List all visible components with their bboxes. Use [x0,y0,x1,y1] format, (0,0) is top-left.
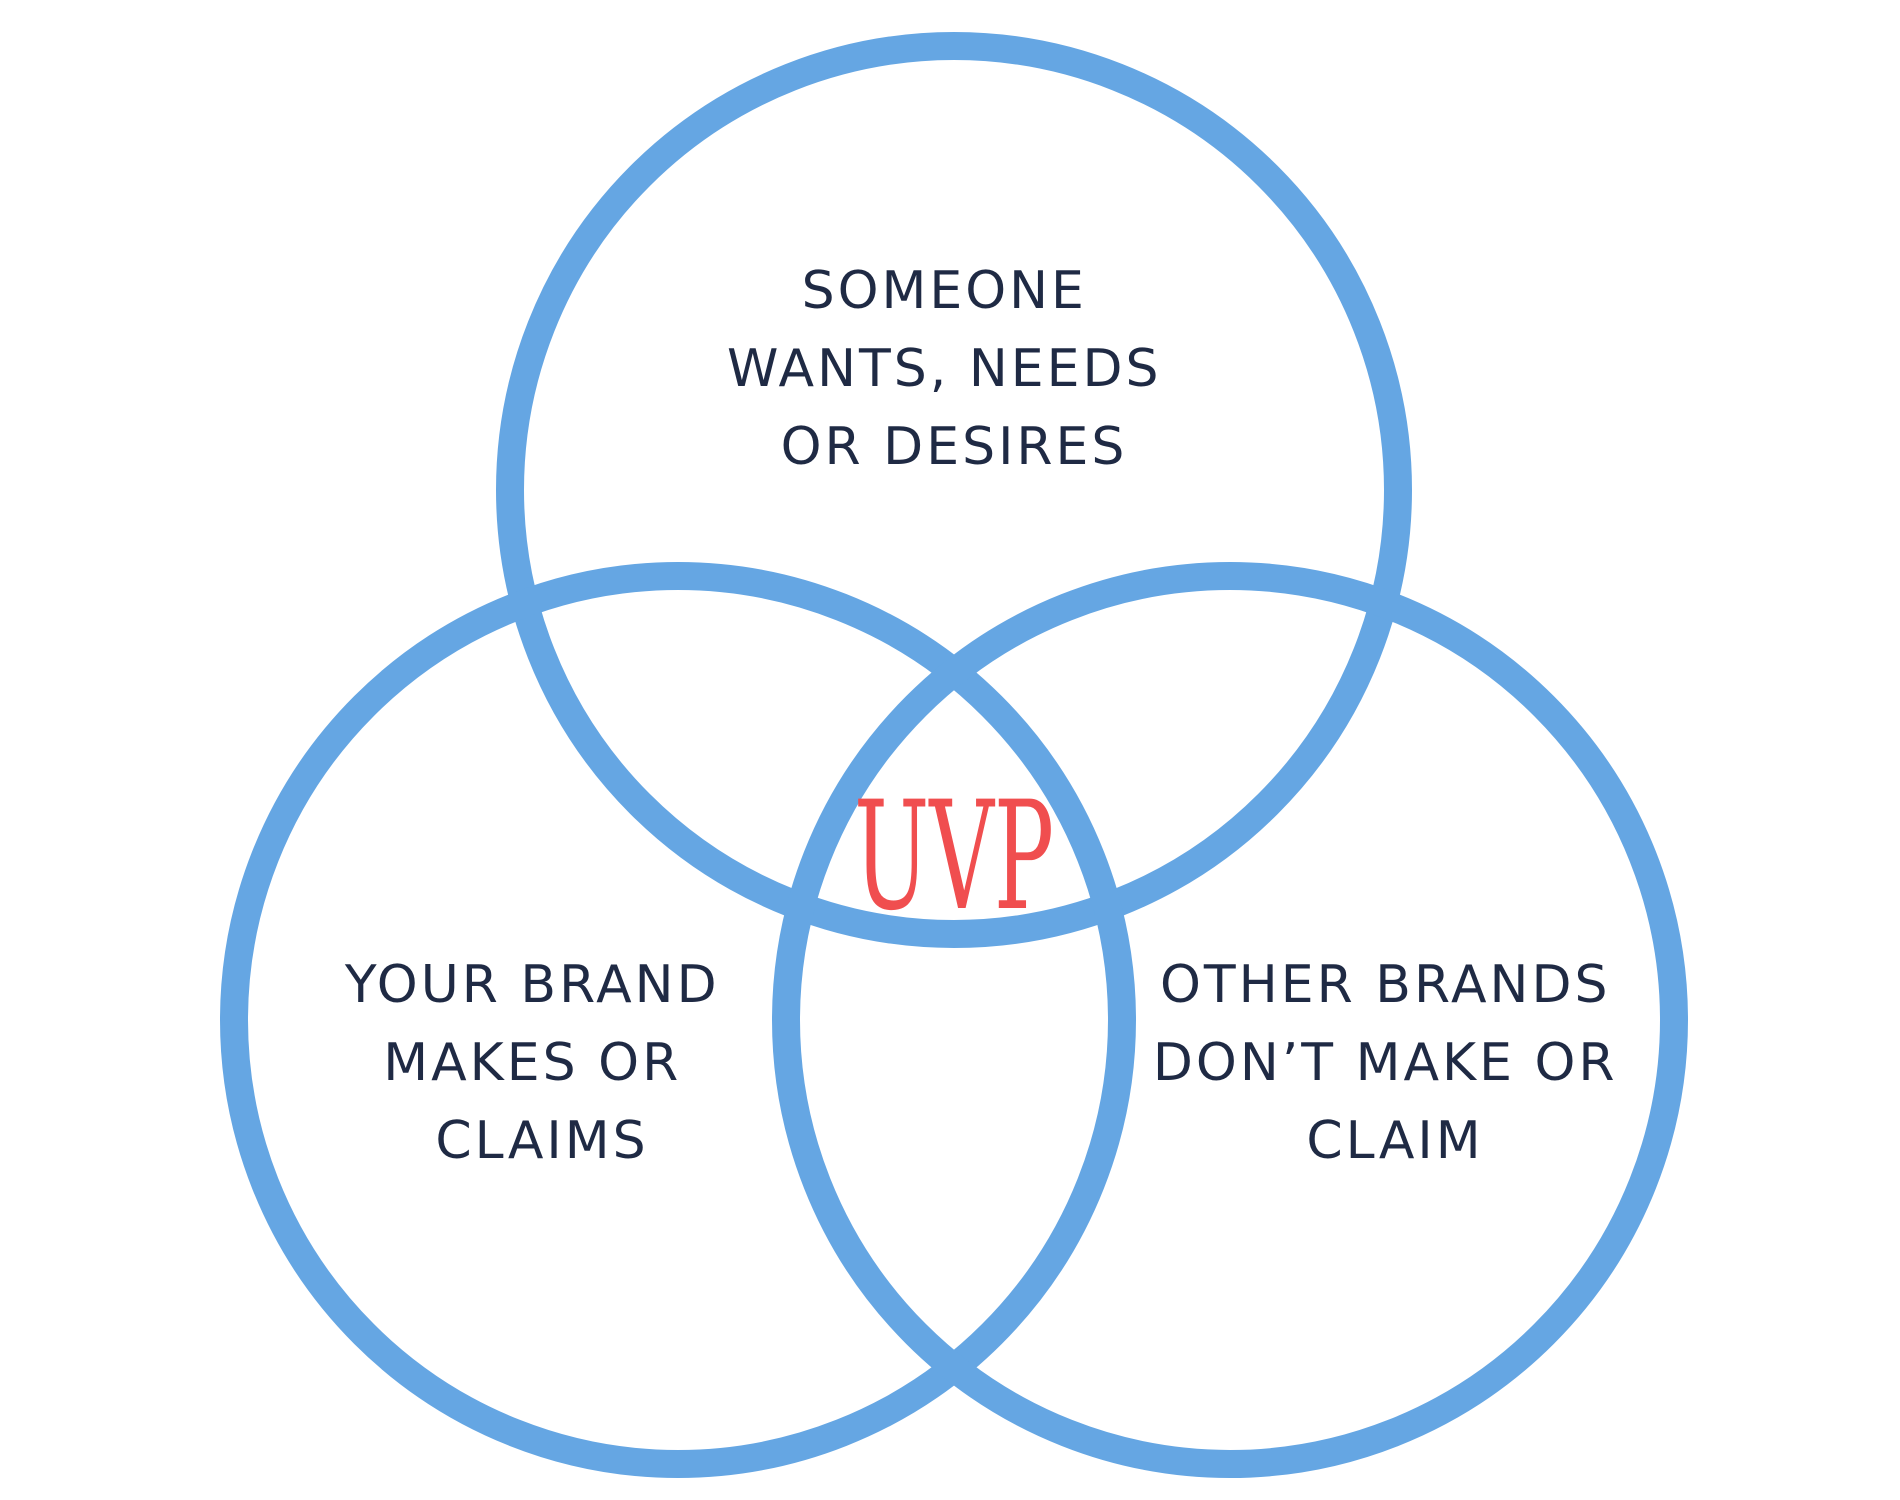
uvp-label: UVP [854,770,1054,944]
left-set-label-line-2: MAKES OR [383,1033,681,1093]
circle-top [496,32,1412,948]
circle-right [772,562,1688,1478]
top-set-label-line-2: WANTS, NEEDS [727,339,1162,399]
right-set-label-line-3: CLAIM [1306,1111,1483,1171]
top-set-label: SOMEONE WANTS, NEEDS OR DESIRES [727,261,1181,477]
circle-left [220,562,1136,1478]
left-set-label-line-1: YOUR BRAND [344,955,720,1015]
right-set-label: OTHER BRANDS DON’T MAKE OR CLAIM [1153,955,1637,1171]
top-set-label-line-1: SOMEONE [802,261,1087,321]
right-set-label-line-1: OTHER BRANDS [1160,955,1611,1015]
left-set-label: YOUR BRAND MAKES OR CLAIMS [344,955,739,1171]
right-set-label-line-2: DON’T MAKE OR [1153,1033,1618,1093]
left-set-label-line-3: CLAIMS [435,1111,648,1171]
top-set-label-line-3: OR DESIRES [781,417,1128,477]
